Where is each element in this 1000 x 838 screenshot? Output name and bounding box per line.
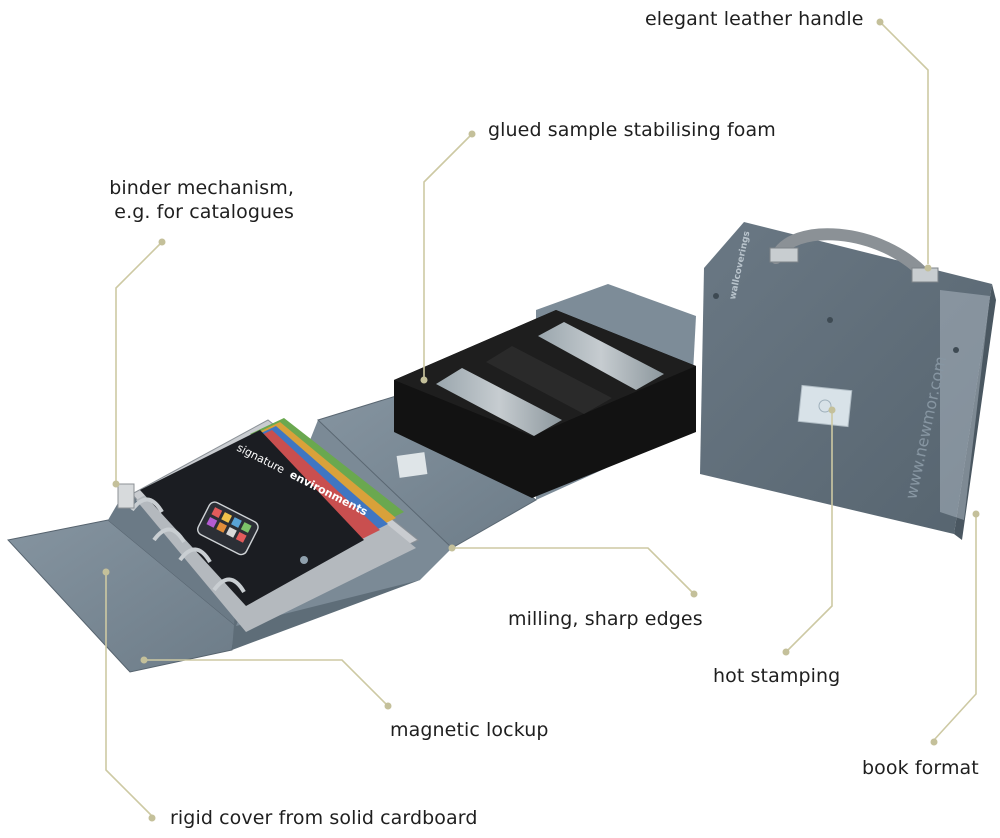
box-front bbox=[700, 222, 992, 534]
leader-handle bbox=[879, 21, 929, 264]
callout-milling-sharp-edges: milling, sharp edges bbox=[508, 608, 703, 630]
callout-magnetic-lockup: magnetic lockup bbox=[390, 719, 549, 741]
leader-dot bbox=[112, 480, 120, 488]
leader-dot bbox=[158, 238, 166, 246]
leader-binder bbox=[115, 241, 163, 482]
callout-book-format: book format bbox=[862, 757, 979, 779]
leader-dot bbox=[924, 264, 932, 272]
leader-foam bbox=[423, 133, 473, 378]
leader-dot bbox=[468, 130, 476, 138]
callout-binder-line1: binder mechanism, bbox=[109, 177, 294, 199]
leader-dot bbox=[384, 702, 392, 710]
sample-strip bbox=[538, 322, 664, 390]
leader-dot bbox=[140, 656, 148, 664]
book-box: www.newmor.com wallcoverings bbox=[700, 222, 996, 540]
callout-glued-sample-foam: glued sample stabilising foam bbox=[488, 119, 776, 141]
leader-dot bbox=[102, 568, 110, 576]
hot-stamp-label bbox=[797, 384, 853, 428]
callout-leaders bbox=[102, 18, 980, 822]
leader-dot bbox=[448, 544, 456, 552]
binder-rings bbox=[130, 497, 246, 594]
leader-dot bbox=[420, 376, 428, 384]
leather-handle bbox=[770, 228, 932, 282]
leader-dot bbox=[690, 590, 698, 598]
callout-binder-mechanism: binder mechanism, e.g. for catalogues bbox=[108, 176, 294, 224]
leader-magnetic bbox=[144, 659, 389, 707]
leader-dot bbox=[930, 738, 938, 746]
sample-strip bbox=[486, 346, 612, 414]
leader-hot-stamping bbox=[785, 410, 833, 653]
callout-elegant-leather-handle: elegant leather handle bbox=[645, 8, 864, 30]
catalogue-cover bbox=[140, 430, 364, 606]
leader-dot bbox=[972, 510, 980, 518]
leader-rigid-cover bbox=[105, 572, 153, 817]
leader-dot bbox=[876, 18, 884, 26]
leader-dot bbox=[148, 814, 156, 822]
hot-stamp-label-small bbox=[396, 452, 428, 478]
sample-strip bbox=[436, 368, 562, 436]
box-page-edges bbox=[940, 290, 990, 520]
leader-dot bbox=[828, 406, 836, 414]
middle-panel bbox=[317, 284, 696, 549]
callout-hot-stamping: hot stamping bbox=[713, 665, 841, 687]
callout-rigid-cover: rigid cover from solid cardboard bbox=[170, 807, 478, 829]
leader-dot bbox=[782, 648, 790, 656]
binder-spine bbox=[108, 486, 236, 626]
leader-book-format bbox=[933, 514, 977, 741]
callout-binder-line2: e.g. for catalogues bbox=[114, 201, 294, 223]
leader-milling bbox=[452, 547, 695, 595]
